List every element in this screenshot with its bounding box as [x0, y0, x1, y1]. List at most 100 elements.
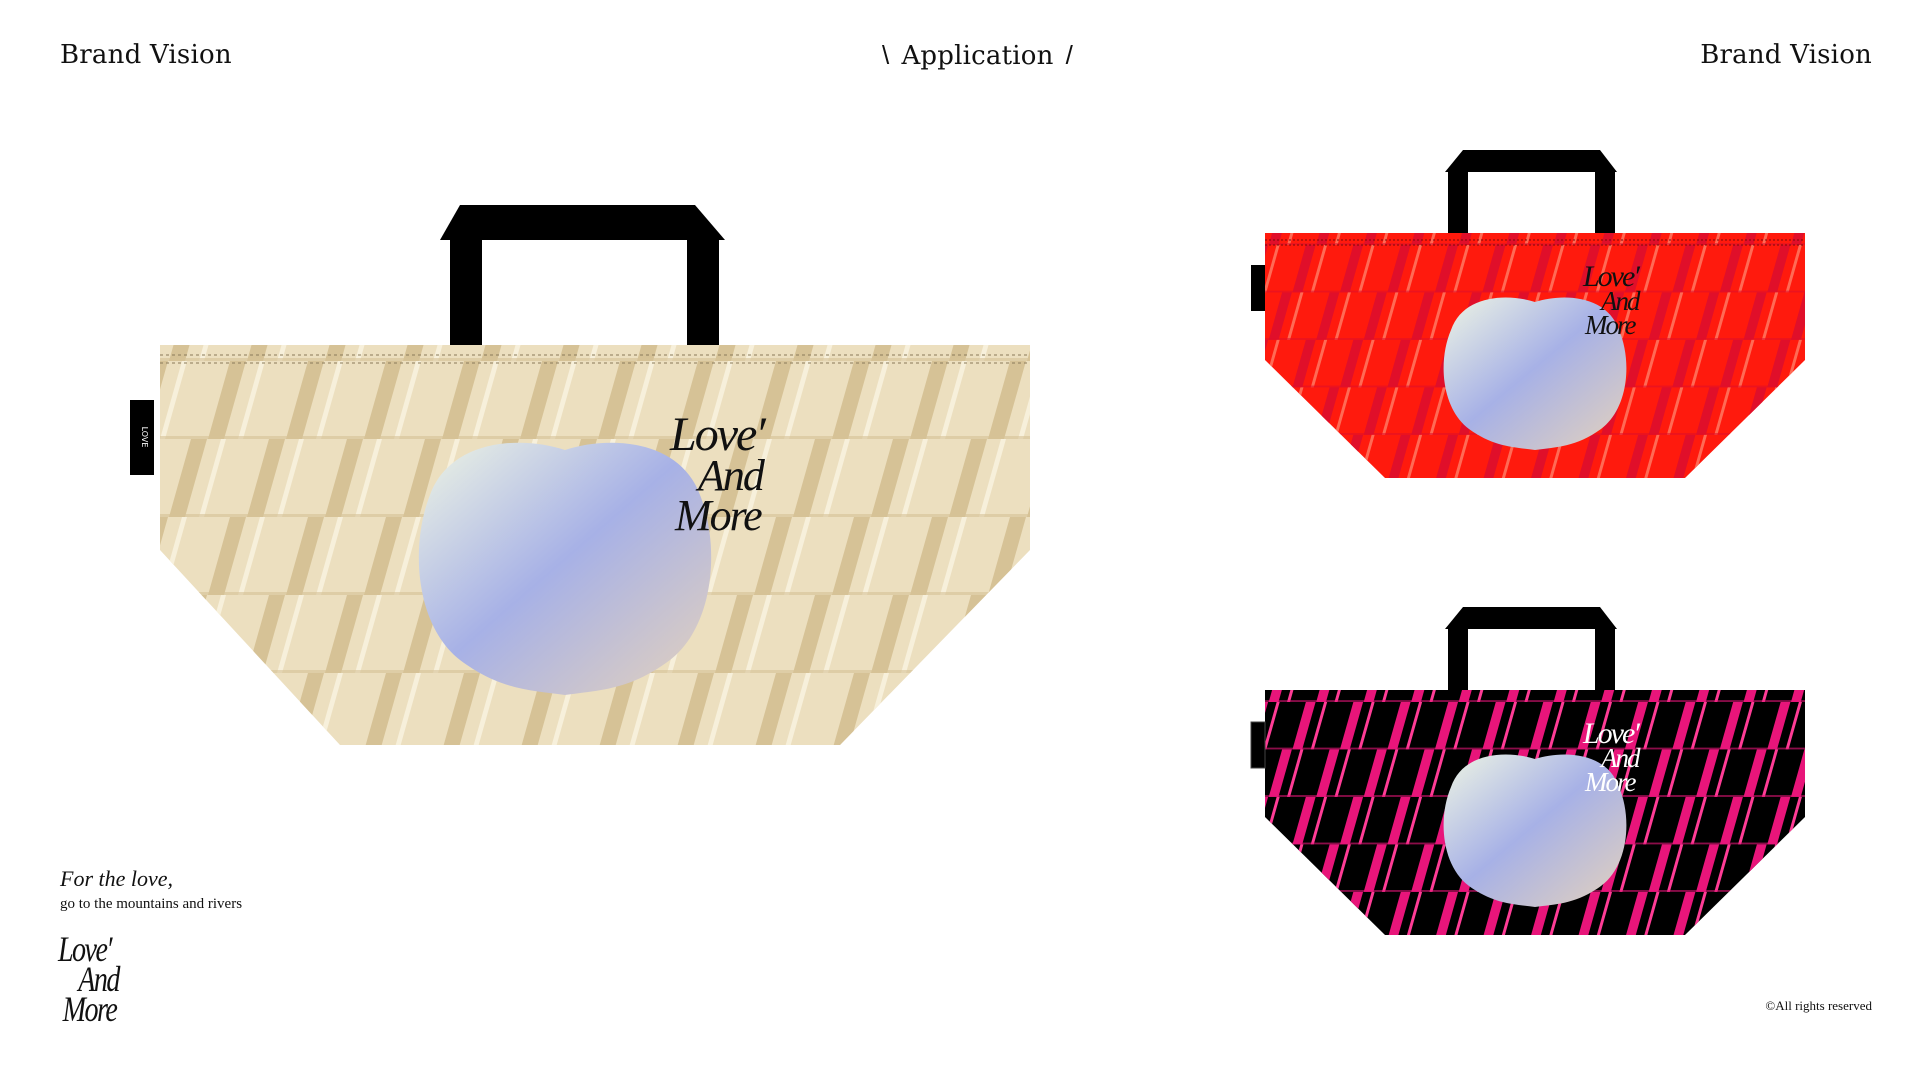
pattern-stripe — [1339, 701, 1364, 750]
pattern-thin-stripe — [1666, 233, 1684, 245]
pattern-thin-stripe — [1619, 233, 1636, 245]
pattern-thin-stripe — [1287, 292, 1304, 340]
pattern-thin-stripe — [1429, 292, 1446, 340]
pattern-thin-stripe — [1691, 607, 1707, 654]
pattern-stripe — [832, 361, 870, 439]
pattern-stripe — [1743, 690, 1767, 702]
pattern-stripe — [52, 517, 90, 595]
pattern-thin-stripe — [1310, 796, 1328, 845]
pattern-thin-stripe — [1809, 292, 1825, 339]
pattern-thin-stripe — [1738, 244, 1755, 293]
pattern-stripe — [676, 673, 714, 745]
pattern-stripe — [1265, 796, 1269, 845]
pattern-stripe — [988, 361, 1026, 439]
pattern-thin-stripe — [1738, 701, 1755, 750]
pattern-stripe — [1458, 233, 1482, 245]
pattern-stripe — [1292, 150, 1315, 197]
pattern-band — [1245, 938, 1805, 940]
pattern-stripe — [1265, 339, 1269, 388]
tote-bag-red: Love′ And More — [1251, 150, 1805, 478]
pattern-thin-stripe — [1809, 939, 1825, 986]
pattern-thin-stripe — [940, 205, 967, 283]
pattern-thin-stripe — [394, 361, 421, 439]
pattern-stripe — [1268, 690, 1292, 702]
pattern-stripe — [169, 595, 207, 673]
pattern-stripe — [1577, 701, 1601, 750]
pattern-thin-stripe — [1833, 607, 1849, 654]
pattern-band — [160, 436, 1030, 439]
tote-bag-black: Love′ And More — [1245, 607, 1805, 940]
pattern-band — [1265, 243, 1805, 245]
pattern-stripe — [1482, 244, 1506, 293]
pattern-stripe — [364, 517, 402, 595]
pattern-stripe — [676, 361, 714, 439]
pattern-stripe — [1815, 607, 1838, 654]
pattern-stripe — [325, 751, 363, 829]
pattern-thin-stripe — [82, 673, 109, 751]
pattern-stripe — [1696, 749, 1720, 797]
pattern-stripe — [832, 205, 870, 283]
pattern-stripe — [598, 829, 636, 907]
pattern-stripe — [1268, 233, 1292, 245]
pattern-thin-stripe — [1240, 197, 1256, 244]
pattern-stripe — [1767, 701, 1791, 750]
pattern-band — [1265, 747, 1805, 750]
pattern-stripe — [286, 829, 324, 907]
bag-logo-line1: Love′ — [1582, 260, 1640, 293]
peach-shape — [1443, 754, 1627, 907]
pattern-thin-stripe — [1358, 244, 1375, 293]
pattern-stripe — [1648, 749, 1672, 797]
pattern-thin-stripe — [1643, 607, 1659, 654]
pattern-stripe — [1648, 233, 1672, 245]
pattern-stripe — [1791, 482, 1814, 529]
pattern-stripe — [910, 517, 948, 595]
pattern-thin-stripe — [1429, 749, 1446, 797]
pattern-thin-stripe — [472, 829, 499, 907]
pattern-stripe — [442, 829, 480, 907]
pattern-band — [160, 358, 1030, 361]
pattern-thin-stripe — [979, 595, 1006, 673]
pattern-thin-stripe — [628, 829, 655, 907]
pattern-stripe — [160, 673, 168, 745]
pattern-thin-stripe — [1287, 844, 1304, 892]
pattern-stripe — [1434, 701, 1459, 750]
pattern-thin-stripe — [1334, 233, 1351, 245]
pattern-stripe — [1316, 482, 1339, 529]
pattern-thin-stripe — [940, 361, 967, 439]
pattern-thin-stripe — [1135, 751, 1162, 829]
pattern-stripe — [1105, 283, 1143, 361]
pattern-thin-stripe — [1690, 244, 1707, 293]
pattern-thin-stripe — [1857, 387, 1873, 434]
pattern-thin-stripe — [1857, 844, 1873, 891]
pattern-stripe — [1221, 939, 1244, 986]
pattern-thin-stripe — [1240, 482, 1256, 529]
pattern-stripe — [364, 829, 402, 907]
pattern-stripe — [754, 361, 792, 439]
pattern-thin-stripe — [1572, 939, 1588, 986]
pattern-stripe — [1434, 891, 1459, 935]
pattern-thin-stripe — [1287, 387, 1304, 435]
pattern-stripe — [1221, 387, 1244, 434]
pattern-stripe — [1027, 595, 1030, 673]
pattern-thin-stripe — [1381, 749, 1399, 797]
pattern-thin-stripe — [1310, 244, 1328, 293]
pattern-stripe — [793, 439, 831, 517]
pattern-thin-stripe — [1809, 482, 1825, 529]
pattern-thin-stripe — [1833, 435, 1849, 482]
pattern-thin-stripe — [550, 829, 577, 907]
pattern-stripe — [910, 829, 948, 907]
pattern-thin-stripe — [628, 673, 655, 745]
pattern-thin-stripe — [238, 205, 265, 283]
pattern-stripe — [1387, 339, 1411, 388]
pattern-stripe — [1625, 150, 1648, 197]
pattern-stripe — [1767, 891, 1791, 935]
pattern-stripe — [286, 361, 324, 439]
pattern-stripe — [1744, 939, 1767, 986]
pattern-stripe — [1506, 482, 1529, 529]
pattern-stripe — [1672, 796, 1696, 845]
pattern-stripe — [1339, 244, 1364, 293]
pattern-thin-stripe — [394, 205, 421, 283]
pattern-thin-stripe — [1310, 891, 1328, 935]
pattern-thin-stripe — [1453, 701, 1470, 750]
pattern-thin-stripe — [1334, 387, 1351, 435]
